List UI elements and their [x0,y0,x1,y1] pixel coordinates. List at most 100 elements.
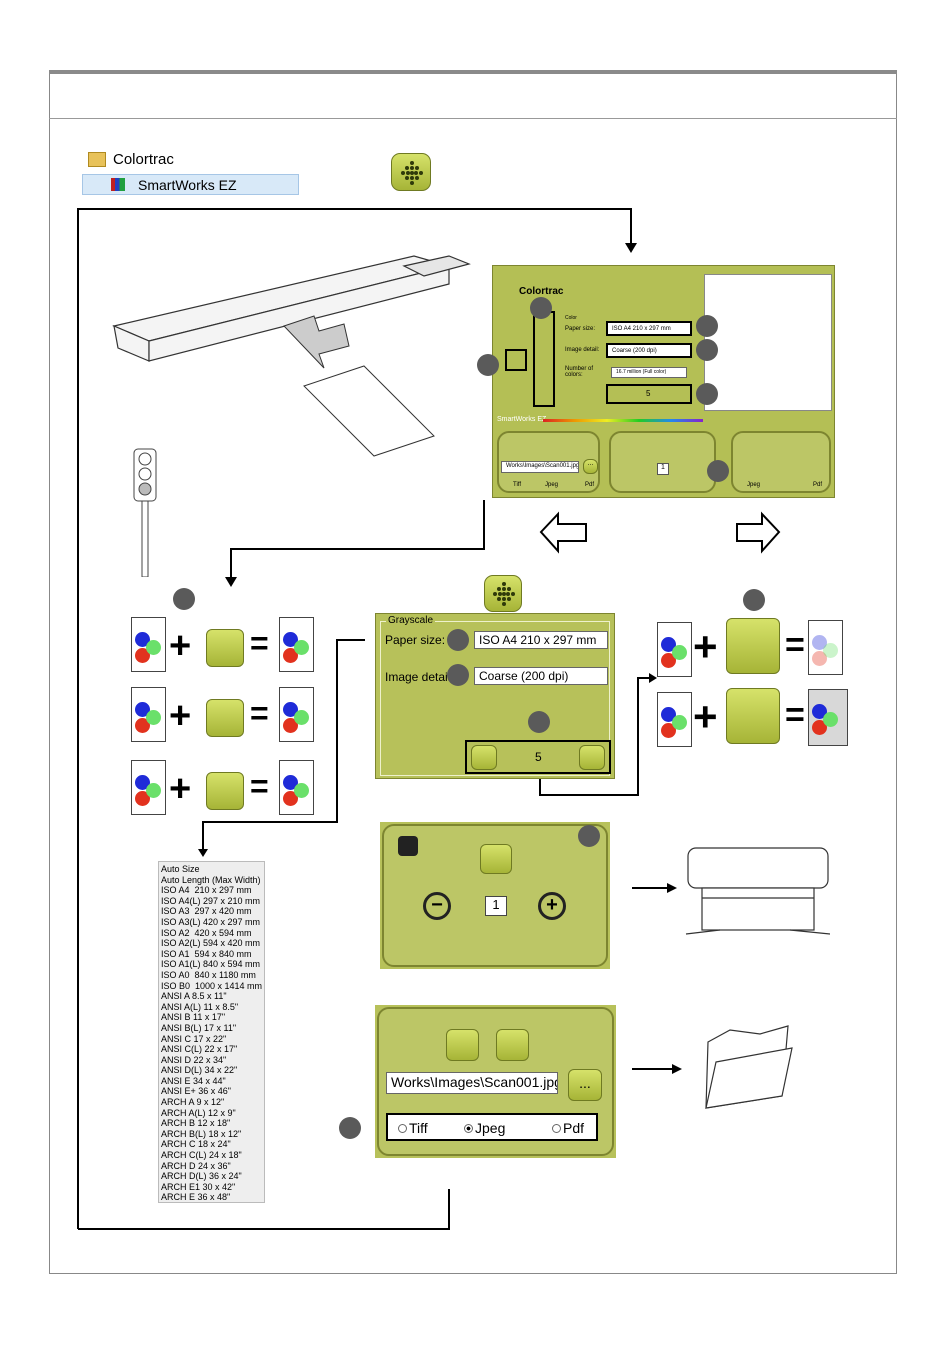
paper-size-option[interactable]: ARCH E 36 x 48" [161,1192,231,1203]
color-dot [135,791,150,806]
paper-size-option[interactable]: ISO A4(L) 297 x 210 mm [161,895,261,906]
folder-button[interactable] [446,1029,479,1061]
num-colors-select[interactable]: 16.7 million (Full color) [611,367,687,378]
plus-icon[interactable]: + [538,892,566,920]
bw-mode-icon[interactable] [206,772,244,810]
paper-size-option[interactable]: ARCH B(L) 18 x 12" [161,1128,242,1139]
paper-size-option[interactable]: ISO A2(L) 594 x 420 mm [161,938,261,949]
paper-size-option[interactable]: ISO A1 594 x 840 mm [161,948,252,959]
plus-sign: + [693,623,718,670]
copy-button[interactable] [480,844,512,874]
save-panel-mini: Works\Images\Scan001.jpg ... Tiff Jpeg P… [497,431,600,493]
fmt-jpeg-mini[interactable]: Jpeg [545,482,559,488]
fmt-tiff-mini[interactable]: Tiff [513,482,522,488]
color-dot [294,710,309,725]
darker-icon[interactable] [726,688,780,744]
preview-area [704,274,832,411]
paper-size-option[interactable]: ANSI A 8.5 x 11" [161,991,227,1002]
color-dot [146,710,161,725]
paper-size-option[interactable]: ANSI E+ 36 x 46" [161,1086,231,1097]
callout-circle [173,588,195,610]
paper-size-option[interactable]: ISO A1(L) 840 x 594 mm [161,959,261,970]
paper-size-option[interactable]: ANSI E 34 x 44" [161,1075,226,1086]
brightness-value: 5 [646,389,651,398]
sample-sheet [657,692,692,747]
lighter-button[interactable] [579,745,605,770]
paper-size-option[interactable]: ISO B0 1000 x 1414 mm [161,980,263,991]
fmt-tiff[interactable]: Tiff [409,1120,428,1136]
fmt-pdf[interactable]: Pdf [563,1120,585,1136]
fmt-jpeg-right[interactable]: Jpeg [747,482,761,488]
callout-circle [477,354,499,376]
fmt-pdf-right[interactable]: Pdf [813,482,823,488]
plus-sign: + [169,625,192,667]
paper-size-option[interactable]: ANSI C(L) 22 x 17" [161,1044,238,1055]
paper-size-option[interactable]: ANSI A(L) 11 x 8.5" [161,1001,239,1012]
image-detail-select[interactable]: Coarse (200 dpi) [606,343,692,358]
paper-size-option[interactable]: ISO A3 297 x 420 mm [161,906,252,917]
file-path-mini[interactable]: Works\Images\Scan001.jpg [501,461,579,473]
fmt-jpeg[interactable]: Jpeg [475,1120,506,1136]
paper-size-option[interactable]: ANSI B(L) 17 x 11" [161,1022,237,1033]
menu-app-label: SmartWorks EZ [138,177,237,193]
paper-size-option[interactable]: ARCH E1 30 x 42" [161,1181,236,1192]
browse-button-mini[interactable]: ... [583,459,598,474]
paper-size-option[interactable]: ARCH A(L) 12 x 9" [161,1107,236,1118]
sample-sheet [131,760,166,815]
gs-paper-size-select[interactable]: ISO A4 210 x 297 mm [474,631,608,649]
callout-circle [696,383,718,405]
color-mode-icon[interactable] [206,629,244,667]
sample-sheet [279,687,314,742]
scan-icon-button[interactable] [484,575,522,612]
sample-sheet [279,617,314,672]
fmt-pdf-mini[interactable]: Pdf [585,482,595,488]
file-path-field[interactable]: Works\Images\Scan001.jpg [386,1072,558,1094]
paper-size-option[interactable]: ARCH D(L) 36 x 24" [161,1171,242,1182]
paper-size-option[interactable]: Auto Length (Max Width) [161,874,261,885]
paper-size-option[interactable]: ARCH C 18 x 24" [161,1139,231,1150]
darker-button[interactable] [471,745,497,770]
equals-sign: = [250,768,269,804]
paper-size-option[interactable]: ARCH C(L) 24 x 18" [161,1150,242,1161]
paper-size-option[interactable]: ISO A3(L) 420 x 297 mm [161,916,261,927]
sample-sheet [808,689,848,746]
paper-size-option[interactable]: ISO A0 840 x 1180 mm [161,969,256,980]
paper-size-option[interactable]: ANSI B 11 x 17" [161,1012,226,1023]
radio-pdf-icon[interactable] [552,1124,561,1133]
color-dot [283,791,298,806]
browse-button[interactable]: ... [568,1069,602,1101]
gray-mode-icon[interactable] [206,699,244,737]
radio-tiff-icon[interactable] [398,1124,407,1133]
copies-value[interactable]: 1 [485,896,507,916]
minus-icon[interactable]: − [423,892,451,920]
menu-app-item[interactable]: SmartWorks EZ [82,174,299,195]
paper-size-option[interactable]: ANSI D(L) 34 x 22" [161,1065,238,1076]
gs-brightness-box: 5 [465,740,611,774]
paper-size-label: Paper size: [565,326,596,332]
paper-size-option[interactable]: ARCH A 9 x 12" [161,1097,225,1108]
paper-size-option[interactable]: ANSI C 17 x 22" [161,1033,227,1044]
gs-brightness-value: 5 [535,750,542,764]
paper-size-option[interactable]: ANSI D 22 x 34" [161,1054,227,1065]
scan-icon-button[interactable] [391,153,431,191]
color-dot [283,648,298,663]
gs-image-detail-select[interactable]: Coarse (200 dpi) [474,667,608,685]
copy-panel: − 1 + [380,822,610,969]
lighter-icon[interactable] [726,618,780,674]
paper-size-option[interactable]: ARCH D 24 x 36" [161,1160,231,1171]
app-brand: Colortrac [519,286,564,297]
paper-size-select[interactable]: ISO A4 210 x 297 mm [606,321,692,336]
printer-illustration [685,847,830,935]
paper-size-option[interactable]: Auto Size [161,864,200,874]
callout-circle [339,1117,361,1139]
callout-circle [707,460,729,482]
paper-size-option[interactable]: ISO A2 420 x 594 mm [161,927,252,938]
paper-size-option[interactable]: ARCH B 12 x 18" [161,1118,231,1129]
gear-icon [398,836,418,856]
radio-jpeg-icon[interactable] [464,1124,473,1133]
batch-button[interactable] [496,1029,529,1061]
callout-circle [578,825,600,847]
paper-size-option[interactable]: ISO A4 210 x 297 mm [161,885,252,896]
